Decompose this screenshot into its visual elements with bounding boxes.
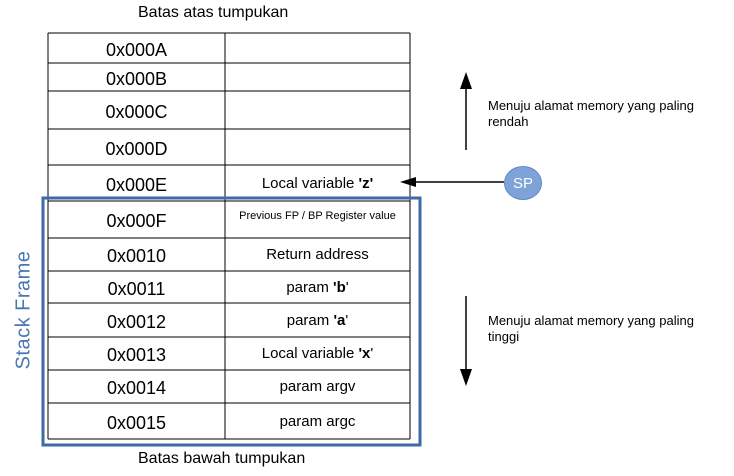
- value-text: Previous FP / BP Register value: [239, 209, 396, 222]
- stack-value-cell: [225, 33, 410, 63]
- stack-frame-box: [41, 196, 422, 447]
- value-text: param: [286, 311, 334, 329]
- stack-address-cell: 0x0015: [106, 412, 167, 433]
- value-text: Local variable: [261, 174, 359, 192]
- value-emphasis: 'a: [333, 311, 346, 329]
- value-text: Local variable: [261, 345, 359, 362]
- value-suffix: ': [345, 311, 349, 329]
- stack-value-cell: param argv: [225, 370, 410, 403]
- stack-address-cell: 0x0012: [106, 311, 167, 332]
- up-arrow-icon: [460, 72, 472, 150]
- value-text: param argc: [279, 412, 356, 430]
- value-text: param argv: [279, 378, 356, 395]
- top-caption: Batas atas tumpukan: [138, 4, 289, 21]
- value-text: param: [286, 278, 334, 296]
- stack-value-cell: [225, 63, 410, 91]
- stack-address-cell: 0x000D: [105, 138, 168, 159]
- bottom-caption: Batas bawah tumpukan: [138, 450, 306, 467]
- stack-address-cell: 0x000A: [105, 39, 168, 60]
- stack-value-cell: Local variable 'z': [225, 165, 410, 201]
- value-emphasis: 'z': [358, 174, 374, 192]
- stack-address-cell: 0x0014: [106, 378, 167, 398]
- stack-value-cell: Local variable 'x': [225, 337, 410, 370]
- stack-address-cell: 0x0013: [106, 345, 167, 365]
- sp-badge: SP: [504, 166, 542, 200]
- stack-address-cell: 0x000C: [105, 101, 168, 122]
- stack-value-cell: param argc: [225, 403, 410, 439]
- value-text: Return address: [266, 246, 369, 263]
- stack-value-cell: param 'b': [225, 271, 410, 303]
- stack-address-cell: 0x000E: [105, 174, 168, 195]
- stack-value-cell: Return address: [225, 238, 410, 271]
- sp-pointer-arrow-icon: [400, 177, 504, 187]
- note-lower-address: Menuju alamat memory yang paling rendah: [488, 98, 694, 129]
- stack-value-cell: Previous FP / BP Register value: [225, 197, 410, 234]
- stack-address-cell: 0x000B: [105, 68, 168, 89]
- stack-address-cell: 0x0011: [107, 278, 166, 299]
- value-suffix: ': [345, 278, 349, 296]
- stack-address-cell: 0x000F: [106, 211, 167, 231]
- stack-address-cell: 0x0010: [106, 246, 167, 266]
- value-suffix: ': [370, 345, 374, 362]
- stack-value-cell: [225, 91, 410, 129]
- value-emphasis: 'x: [358, 345, 371, 362]
- down-arrow-icon: [460, 296, 472, 386]
- note-higher-address: Menuju alamat memory yang paling tinggi: [488, 313, 694, 344]
- stack-table-grid: [47, 32, 411, 440]
- value-emphasis: 'b: [333, 278, 346, 296]
- stack-value-cell: param 'a': [225, 303, 410, 337]
- stack-value-cell: [225, 129, 410, 165]
